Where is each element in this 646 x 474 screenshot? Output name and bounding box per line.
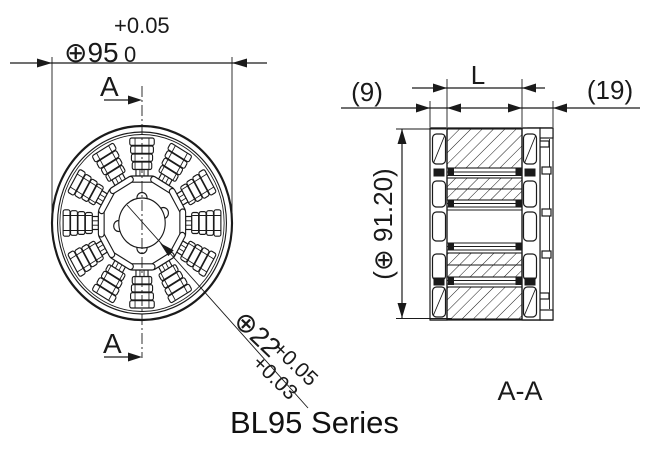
section-marker-bottom: A — [103, 328, 142, 362]
dim-length-L: L — [412, 60, 545, 127]
dim-od-tol-lower: 0 — [124, 42, 136, 67]
dim-arrow-left — [37, 58, 52, 68]
housing-clip — [541, 166, 552, 175]
section-arrow-top — [128, 95, 142, 105]
dim-bore-22: ⊕22 +0.05 +0.03 — [228, 305, 322, 405]
section-marker-label-top: A — [100, 71, 119, 102]
leader-arrowhead — [160, 243, 174, 257]
section-arrow-bottom — [128, 352, 142, 362]
housing-clip — [541, 208, 552, 217]
dim-od-value: ⊕95 — [64, 37, 119, 68]
dim-offset-left-label: (9) — [351, 77, 383, 107]
section-view-label: A-A — [497, 376, 542, 406]
left-coil-ends — [431, 133, 447, 318]
bore-dim-leader — [126, 204, 309, 409]
front-view: ⊕95 +0.05 0 A A ⊕22 +0.05 +0.03 — [10, 13, 322, 409]
right-coil-ends — [522, 133, 538, 318]
shaft-bore — [113, 191, 170, 255]
section-marker-label-bottom: A — [103, 328, 122, 359]
dim-end-offsets: (9) (19) — [341, 75, 640, 127]
housing-plate — [539, 127, 554, 321]
dim-od-95: ⊕95 +0.05 0 — [10, 13, 267, 212]
dim-stator-od: (⊕ 91.20) — [368, 128, 452, 319]
drawing-title: BL95 Series — [230, 405, 399, 440]
dim-stator-od-label: (⊕ 91.20) — [368, 168, 398, 279]
section-body — [429, 127, 554, 321]
dim-arrow-right — [232, 58, 247, 68]
housing-clip — [541, 250, 552, 259]
section-marker-top: A — [100, 71, 142, 105]
section-view: L (9) (19) (⊕ 91.20) A-A — [341, 60, 640, 406]
dim-od-tol-upper: +0.05 — [114, 13, 170, 38]
lamination-strips — [447, 167, 522, 285]
stack-hatch-bands — [446, 128, 523, 320]
dim-length-label: L — [471, 60, 485, 90]
dim-offset-right-label: (19) — [587, 75, 633, 105]
